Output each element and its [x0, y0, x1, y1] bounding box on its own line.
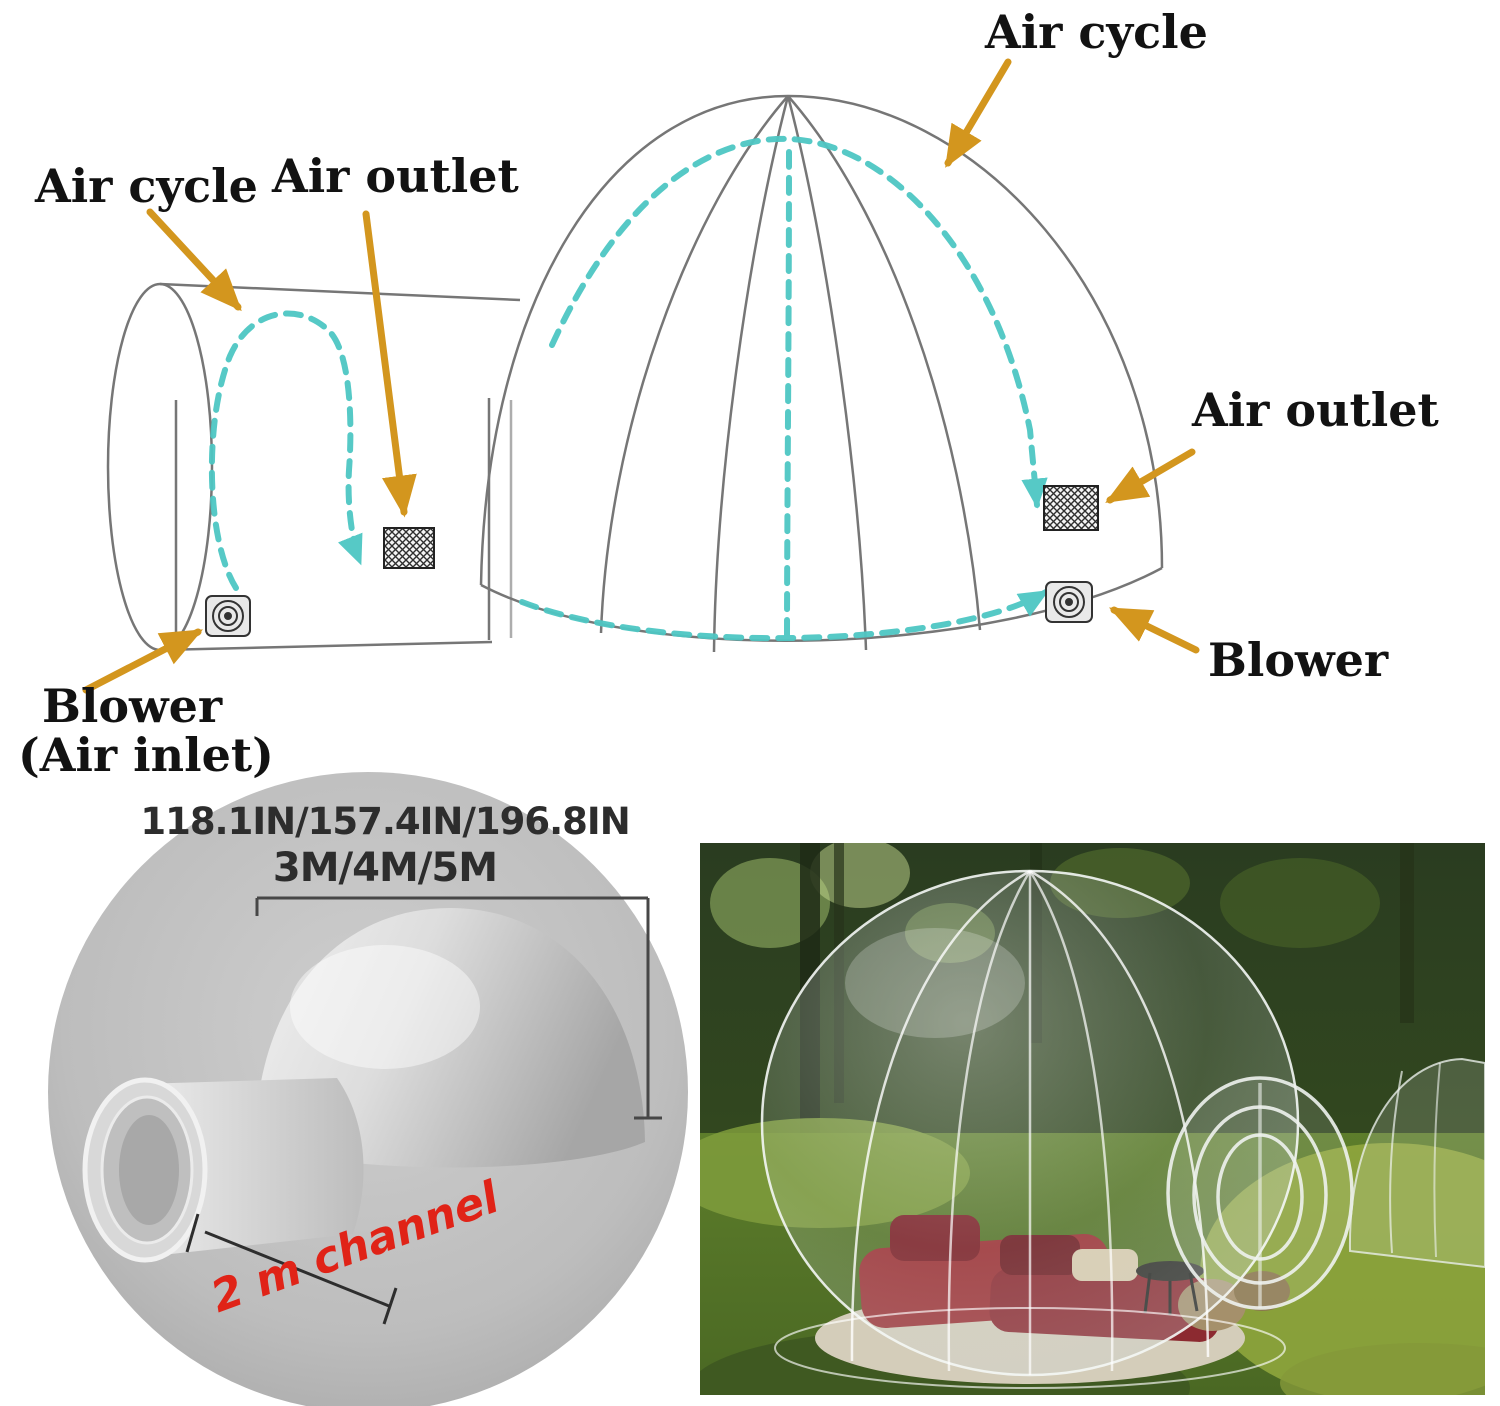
air-outlet-mesh-left-icon [383, 527, 435, 569]
airflow-arrows [208, 135, 1050, 648]
callout-arrows [82, 58, 1200, 694]
blower-left-icon [205, 595, 251, 637]
tunnel-outline [106, 282, 521, 652]
air-cycle-label-left: Air cycle [35, 159, 258, 213]
blower-label-left-subtitle: (Air inlet) [18, 727, 274, 782]
diameter-meters-label: 3M/4M/5M [272, 845, 498, 891]
blower-label-left: Blower (Air inlet) [18, 679, 274, 780]
air-cycle-label-top: Air cycle [985, 5, 1208, 59]
diameter-dimension-bracket [255, 896, 662, 1120]
channel-dimension-line [185, 1213, 398, 1325]
tunnel-dome [1166, 1076, 1354, 1310]
size-chart-circle [48, 772, 688, 1406]
outdoor-photo [700, 843, 1485, 1395]
airflow-diagram [82, 58, 1200, 694]
air-outlet-label-top: Air outlet [272, 149, 519, 203]
far-bubble [1348, 1057, 1485, 1269]
blower-label-right: Blower [1208, 633, 1389, 687]
dome-highlight [290, 945, 480, 1069]
size-dome [255, 908, 645, 1168]
blower-label-left-title: Blower [42, 679, 223, 733]
size-tunnel-opening-dark [119, 1115, 179, 1225]
air-outlet-mesh-right-icon [1043, 485, 1099, 531]
diameter-inches-label: 118.1IN/157.4IN/196.8IN [140, 800, 630, 843]
blower-right-icon [1045, 581, 1093, 623]
bubble-tent [760, 869, 1300, 1389]
dome-outline [479, 94, 1164, 653]
air-outlet-label-right: Air outlet [1192, 383, 1439, 437]
